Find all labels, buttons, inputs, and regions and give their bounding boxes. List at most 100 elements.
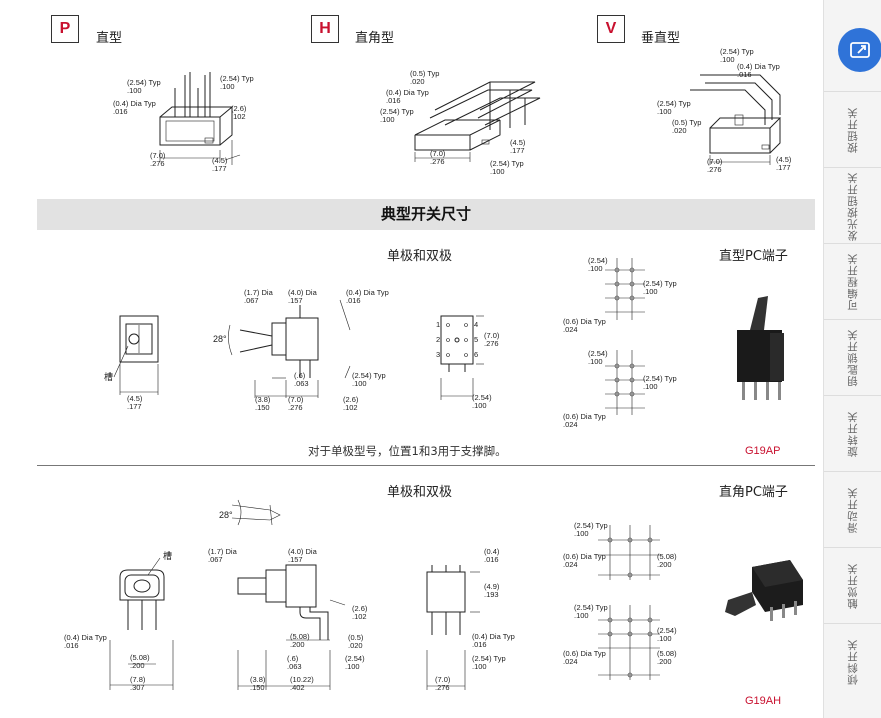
share-button[interactable] xyxy=(838,28,881,72)
s2-dim-b4: (5.08) .200 xyxy=(130,653,150,670)
sidebar-item-label: 可编程开关 xyxy=(847,253,859,311)
s1-dim-a11: (2.54) .100 xyxy=(472,393,492,410)
s2-dim-q4: (2.54) Typ .100 xyxy=(574,603,608,620)
h-dim-4: (4.5) .177 xyxy=(510,138,526,155)
section2-model: G19AH xyxy=(745,695,782,707)
sidebar-item-rotary-switch[interactable]: 旋转开关 xyxy=(824,395,881,472)
s1-dim-a6: (3.8) .150 xyxy=(255,395,271,412)
sidebar-item-tactile-switch[interactable]: 触觉开关 xyxy=(824,547,881,624)
sidebar-item-push-button-switch[interactable]: 按钮开关 xyxy=(824,91,881,168)
p-dim-5: (7.0) .276 xyxy=(150,151,166,168)
section1-note: 对于单极型号，位置1和3用于支撑脚。 xyxy=(308,444,507,458)
s1-pin-2: 2 xyxy=(436,335,441,344)
s2-dim-q5: (2.54) .100 xyxy=(657,626,677,643)
s1-slot-label: 槽 xyxy=(104,372,114,382)
sidebar-item-slide-switch[interactable]: 滑动开关 xyxy=(824,471,881,548)
s1-angle: 28° xyxy=(213,334,227,344)
s1-dim-a4: (.6) .063 xyxy=(294,371,309,388)
s2-dim-b9: (10.22) .402 xyxy=(290,675,314,692)
s2-dim-b3: (0.4) Dia Typ .016 xyxy=(64,633,107,650)
s2-angle: 28° xyxy=(219,510,233,520)
s1-dim-a1: (1.7) Dia .067 xyxy=(244,288,273,305)
s1-dim-p6: (0.6) Dia Typ .024 xyxy=(563,412,606,429)
s2-dim-b15: (0.4) Dia Typ .016 xyxy=(472,632,515,649)
s2-dim-b11: (0.5) .020 xyxy=(348,633,364,650)
p-dim-2: (2.54) Typ .100 xyxy=(220,74,254,91)
s1-dim-p1: (2.54) .100 xyxy=(588,256,608,273)
v-dim-1: (2.54) Typ .100 xyxy=(720,47,754,64)
p-dim-1: (2.54) Typ .100 xyxy=(127,78,161,95)
s1-dim-a5: (2.54) Typ .100 xyxy=(352,371,386,388)
typical-dimensions-banner: 典型开关尺寸 xyxy=(37,199,815,230)
section1-model: G19AP xyxy=(745,445,781,457)
s1-pin-5: 5 xyxy=(474,335,479,344)
sidebar-item-keylock-switch[interactable]: 钥匙锁开关 xyxy=(824,319,881,396)
section2-right-title: 直角PC端子 xyxy=(719,485,788,500)
section2-heading: 单极和双极 xyxy=(387,485,453,500)
s1-pin-4: 4 xyxy=(474,320,479,329)
variant-badge-v: V xyxy=(597,15,625,43)
sidebar-item-label: 钥匙锁开关 xyxy=(847,329,859,387)
p-dim-6: (4.5) .177 xyxy=(212,156,228,173)
h-dim-3: (2.54) Typ .100 xyxy=(380,107,414,124)
s2-dim-b1: (1.7) Dia .067 xyxy=(208,547,237,564)
v-dim-6: (4.5) .177 xyxy=(776,155,792,172)
s1-dim-p4: (2.54) .100 xyxy=(588,349,608,366)
sidebar-item-label: 按钮开关 xyxy=(847,107,859,153)
s2-dim-b16: (2.54) Typ .100 xyxy=(472,654,506,671)
s2-dim-b2: (4.0) Dia .157 xyxy=(288,547,317,564)
s2-dim-q1: (2.54) Typ .100 xyxy=(574,521,608,538)
section1-right-title: 直型PC端子 xyxy=(719,249,788,264)
v-dim-5: (7.0) .276 xyxy=(707,157,723,174)
s1-dim-a3: (0.4) Dia Typ .016 xyxy=(346,288,389,305)
share-icon xyxy=(850,42,870,58)
p-dim-4: (2.6) .102 xyxy=(231,104,247,121)
s1-dim-p2: (2.54) Typ .100 xyxy=(643,279,677,296)
s1-dim-p3: (0.6) Dia Typ .024 xyxy=(563,317,606,334)
h-dim-2: (0.4) Dia Typ .016 xyxy=(386,88,429,105)
h-dim-5: (7.0) .276 xyxy=(430,149,446,166)
s2-dim-b7: (.6) .063 xyxy=(287,654,302,671)
variant-label-p: 直型 xyxy=(96,31,123,46)
sidebar-item-label: 触觉开关 xyxy=(847,563,859,609)
v-type-drawing xyxy=(690,74,782,165)
s2-dim-b12: (2.54) .100 xyxy=(345,654,365,671)
s2-dim-b8: (3.8) .150 xyxy=(250,675,266,692)
sidebar-item-label: 滑动开关 xyxy=(847,487,859,533)
s2-dim-q2: (0.6) Dia Typ .024 xyxy=(563,552,606,569)
p-dim-3: (0.4) Dia Typ .016 xyxy=(113,99,156,116)
v-dim-4: (0.5) Typ .020 xyxy=(672,118,702,135)
sidebar-item-illuminated-switch[interactable]: 发光按钮开关 xyxy=(824,167,881,244)
h-type-drawing xyxy=(414,81,541,162)
s1-dim-a8: (2.6) .102 xyxy=(343,395,359,412)
s1-dim-a7: (7.0) .276 xyxy=(288,395,304,412)
s2-dim-q6: (0.6) Dia Typ .024 xyxy=(563,649,606,666)
variant-label-h: 直角型 xyxy=(355,31,395,46)
s2-dim-b13: (0.4) .016 xyxy=(484,547,500,564)
s2-dim-b10: (2.6) .102 xyxy=(352,604,368,621)
s2-dim-b17: (7.0) .276 xyxy=(435,675,451,692)
s2-dim-b14: (4.9) .193 xyxy=(484,582,500,599)
variant-badge-h: H xyxy=(311,15,339,43)
section1-heading: 单极和双极 xyxy=(387,249,453,264)
s2-dim-q7: (5.08) .200 xyxy=(657,649,677,666)
sidebar-item-label: 发光按钮开关 xyxy=(847,171,859,241)
s1-pin-1: 1 xyxy=(436,320,441,329)
sidebar-item-programmable-switch[interactable]: 可编程开关 xyxy=(824,243,881,320)
sidebar-item-label: 旋转开关 xyxy=(847,411,859,457)
s2-dim-q3: (5.08) .200 xyxy=(657,552,677,569)
s2-dim-b6: (5.08) .200 xyxy=(290,632,310,649)
s1-dim-a9: (4.5) .177 xyxy=(127,394,143,411)
s2-dim-b5: (7.8) .307 xyxy=(130,675,146,692)
v-dim-2: (0.4) Dia Typ .016 xyxy=(737,62,780,79)
sidebar-item-tilt-switch[interactable]: 倾斜开关 xyxy=(824,623,881,700)
sidebar-item-label: 倾斜开关 xyxy=(847,639,859,685)
v-dim-3: (2.54) Typ .100 xyxy=(657,99,691,116)
variant-label-v: 垂直型 xyxy=(641,31,681,46)
s2-slot-label: 槽 xyxy=(163,551,173,561)
h-dim-1: (0.5) Typ .020 xyxy=(410,69,440,86)
right-sidebar xyxy=(823,0,881,718)
h-dim-6: (2.54) Typ .100 xyxy=(490,159,524,176)
